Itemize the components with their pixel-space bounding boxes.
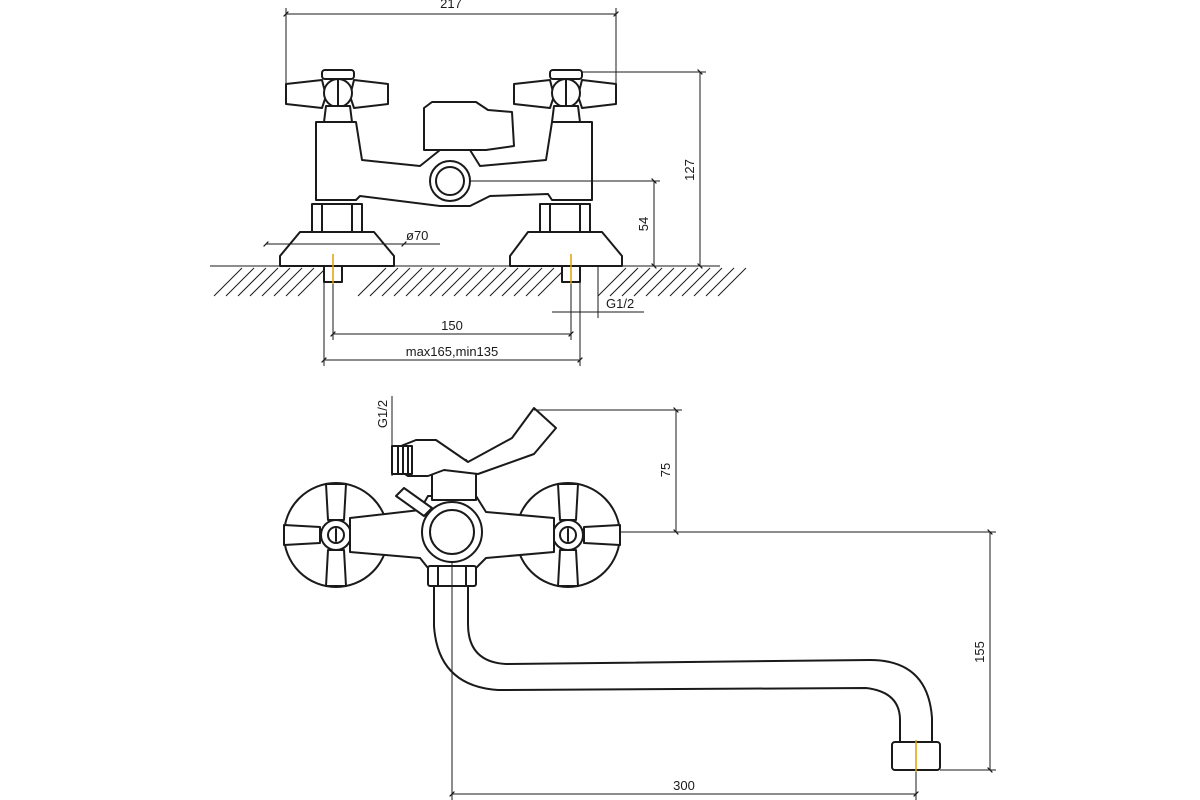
hatch-line (693, 267, 723, 297)
dimension-label: G1/2 (606, 296, 634, 311)
shower-lever (391, 407, 557, 477)
dimension-spout-reach: 300 (449, 562, 919, 800)
dimension-flange-diameter: ø70 (263, 228, 440, 247)
hatch-line (285, 267, 315, 297)
dimension-label: 127 (682, 159, 697, 181)
dimension-total-height: 127 (582, 69, 706, 269)
hatch-line (705, 267, 735, 297)
hatch-line (237, 267, 267, 297)
hatch-line (417, 267, 447, 297)
dimension-label: 155 (972, 641, 987, 663)
dimension-inlet-spacing: 150 (330, 284, 574, 340)
dimension-label: 54 (636, 217, 651, 231)
hatch-line (525, 267, 555, 297)
dimension-thread-side: G1/2 (375, 396, 393, 476)
hatch-line (429, 267, 459, 297)
dimension-label: 150 (441, 318, 463, 333)
hatch-line (381, 267, 411, 297)
central-body (349, 457, 555, 569)
dimension-inlet-range: max165,min135 (321, 282, 583, 366)
left-wheel-handle (283, 482, 389, 588)
hatch-line (501, 267, 531, 297)
dimension-overall-width: 217 (283, 0, 619, 84)
hatch-line (657, 267, 687, 297)
spout (433, 585, 941, 772)
wall-hatch (210, 265, 747, 297)
front-elevation-view: 217 127 54 ø70 G1/2 (210, 0, 747, 366)
hatch-line (297, 267, 327, 297)
hatch-line (645, 267, 675, 297)
hatch-line (393, 267, 423, 297)
dimension-label: 75 (658, 463, 673, 477)
dimension-label: 300 (673, 778, 695, 793)
hatch-line (441, 267, 471, 297)
hatch-line (489, 267, 519, 297)
hatch-line (369, 267, 399, 297)
dimension-label: max165,min135 (406, 344, 499, 359)
dimension-label: G1/2 (375, 400, 390, 428)
faucet-body (315, 101, 593, 207)
hatch-line (633, 267, 663, 297)
dimension-label: ø70 (406, 228, 428, 243)
dimension-spout-drop: 155 (620, 529, 996, 773)
hatch-line (213, 267, 243, 297)
hatch-line (225, 267, 255, 297)
hatch-line (669, 267, 699, 297)
hatch-line (477, 267, 507, 297)
hatch-line (609, 267, 639, 297)
hatch-line (465, 267, 495, 297)
left-nut-and-flange (279, 203, 395, 283)
hatch-line (681, 267, 711, 297)
hatch-line (717, 267, 747, 297)
hatch-line (513, 267, 543, 297)
hatch-line (261, 267, 291, 297)
dimension-thread-top: G1/2 (552, 266, 644, 318)
hatch-line (405, 267, 435, 297)
hatch-line (249, 267, 279, 297)
hatch-line (453, 267, 483, 297)
plan-view: G1/2 75 155 300 (283, 396, 996, 800)
hatch-line (597, 267, 627, 297)
dimension-label: 217 (440, 0, 462, 11)
left-cross-handle (285, 69, 389, 123)
hatch-line (273, 267, 303, 297)
hatch-line (357, 267, 387, 297)
right-cross-handle (513, 69, 617, 123)
dimension-outlet-height: 54 (470, 178, 660, 269)
hatch-line (621, 267, 651, 297)
right-nut-and-flange (509, 203, 623, 283)
